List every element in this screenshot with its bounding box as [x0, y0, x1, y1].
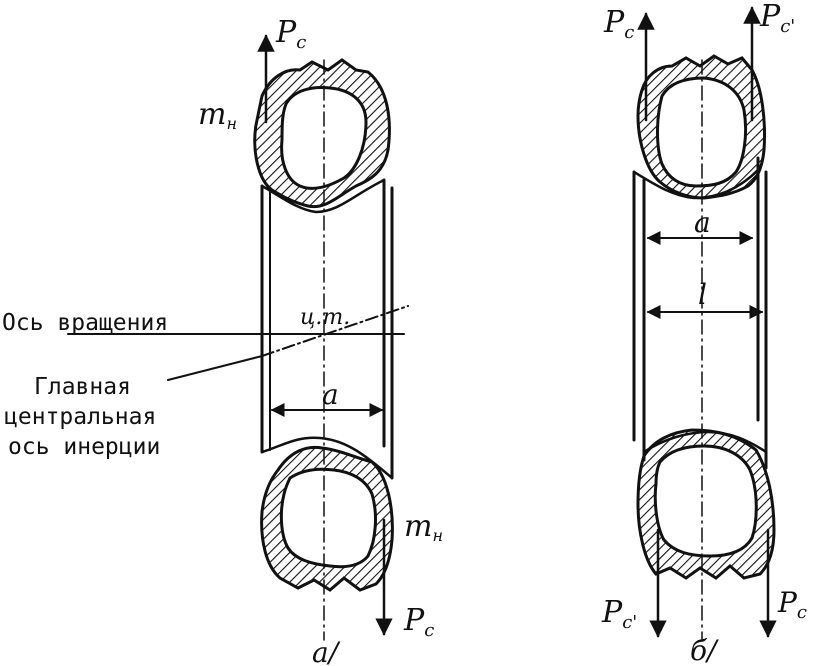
figure-a: Pc mн ц.т. a mн Pc а/ — [67, 15, 443, 666]
principal-axis-leader — [167, 355, 263, 381]
fig-a-bottom-tire-inner — [279, 467, 377, 569]
fig-a-rim-bottom-edge — [260, 436, 394, 480]
fig-a-center-label: ц.т. — [300, 305, 350, 330]
fig-a-force-bottom-label: Pc — [403, 603, 434, 641]
fig-b-force-bottom-left-label: Pc' — [601, 595, 637, 633]
fig-b-caption: б/ — [690, 634, 719, 666]
principal-axis-line — [261, 305, 409, 357]
principal-axis-label-line1: Главная — [34, 374, 131, 400]
figure-b: Pc Pc' a l Pc' Pc б/ — [601, 0, 807, 666]
annotations: Ось вращения Главная центральная ось ине… — [2, 310, 168, 460]
principal-axis-label-line3: ось инерции — [8, 434, 160, 460]
principal-axis-label-line2: центральная — [4, 404, 156, 430]
fig-a-mass-top-label: mн — [198, 97, 237, 133]
fig-a-width-label: a — [322, 378, 339, 411]
fig-b-width-label-a: a — [694, 206, 711, 239]
fig-a-rim-top-edge — [260, 178, 386, 214]
fig-a-mass-bottom-label: mн — [404, 509, 443, 545]
fig-b-rim-bottom-edge — [642, 430, 768, 454]
rotation-axis-label: Ось вращения — [2, 310, 168, 336]
fig-a-force-top-label: Pc — [275, 15, 306, 53]
fig-b-bottom-tire-inner — [653, 444, 758, 558]
fig-b-width-label-l: l — [698, 278, 707, 311]
fig-b-force-bottom-right-label: Pc — [777, 586, 807, 623]
fig-a-caption: а/ — [312, 636, 341, 666]
fig-b-force-top-left-label: Pc — [603, 5, 634, 43]
fig-b-force-top-right-label: Pc' — [759, 0, 795, 37]
fig-b-rim-top-edge — [632, 168, 760, 200]
